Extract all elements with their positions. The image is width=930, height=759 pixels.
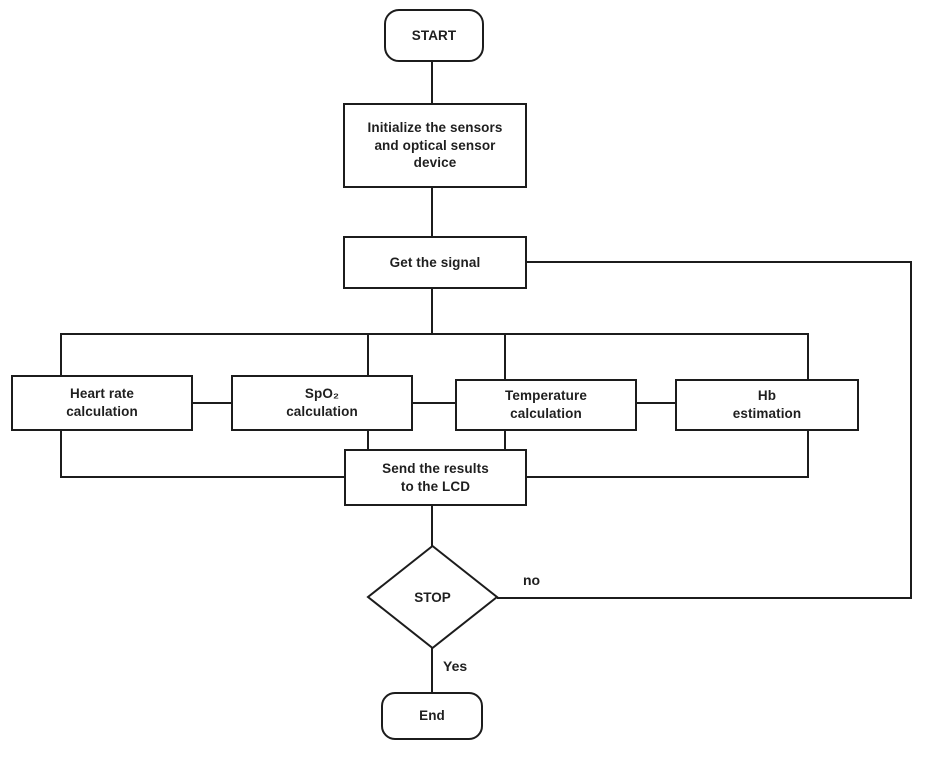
node-end: End — [381, 692, 483, 740]
connector-branch-to-temperature — [504, 334, 506, 380]
connector-branch-to-hb — [807, 334, 809, 380]
connector-initialize-to-getsignal — [431, 188, 433, 236]
node-heart-rate-label: Heart rate calculation — [66, 386, 138, 419]
node-send-results-lcd: Send the results to the LCD — [344, 449, 527, 506]
connector-branch-to-spo2 — [367, 334, 369, 376]
connector-getsignal-to-branch — [431, 289, 433, 335]
edge-label-no: no — [523, 572, 541, 588]
node-send-results-label: Send the results to the LCD — [382, 460, 489, 494]
node-stop-label: STOP — [414, 589, 451, 605]
connector-send-to-stop — [431, 506, 433, 546]
node-heart-rate: Heart rate calculation — [11, 375, 193, 431]
connector-branch-to-heartrate — [60, 334, 62, 376]
node-hb-estimation: Hb estimation — [675, 379, 859, 431]
connector-no-loop-vertical — [910, 262, 912, 599]
node-stop: STOP — [366, 544, 499, 650]
edge-label-yes: Yes — [443, 658, 468, 674]
node-get-signal-label: Get the signal — [389, 254, 481, 270]
node-hb-label: Hb estimation — [732, 388, 802, 421]
node-end-label: End — [419, 708, 445, 724]
node-temperature: Temperature calculation — [455, 379, 637, 431]
connector-hb-to-send — [527, 476, 809, 478]
connector-heartrate-spo2 — [193, 402, 231, 404]
connector-spo2-temperature — [413, 402, 455, 404]
node-temperature-label: Temperature calculation — [505, 388, 587, 421]
connector-no-loop-bottom — [497, 597, 912, 599]
connector-heartrate-to-send — [60, 476, 344, 478]
node-spo2-label: SpO₂ calculation — [286, 386, 358, 419]
node-get-signal: Get the signal — [343, 236, 527, 289]
node-stop-diamond-shape — [366, 544, 499, 650]
connector-spo2-to-send — [367, 430, 369, 449]
node-initialize-label: Initialize the sensors and optical senso… — [367, 119, 503, 171]
connector-start-to-initialize — [431, 62, 433, 103]
connector-branch-distribution — [60, 333, 809, 335]
connector-heartrate-down — [60, 431, 62, 478]
connector-no-loop-top — [527, 261, 912, 263]
node-spo2: SpO₂ calculation — [231, 375, 413, 431]
node-start-label: START — [411, 27, 457, 43]
connector-temperature-hb — [637, 402, 675, 404]
connector-stop-to-end — [431, 648, 433, 692]
node-start: START — [384, 9, 484, 62]
connector-temperature-to-send — [504, 430, 506, 449]
node-initialize-sensors: Initialize the sensors and optical senso… — [343, 103, 527, 188]
connector-hb-down — [807, 431, 809, 478]
